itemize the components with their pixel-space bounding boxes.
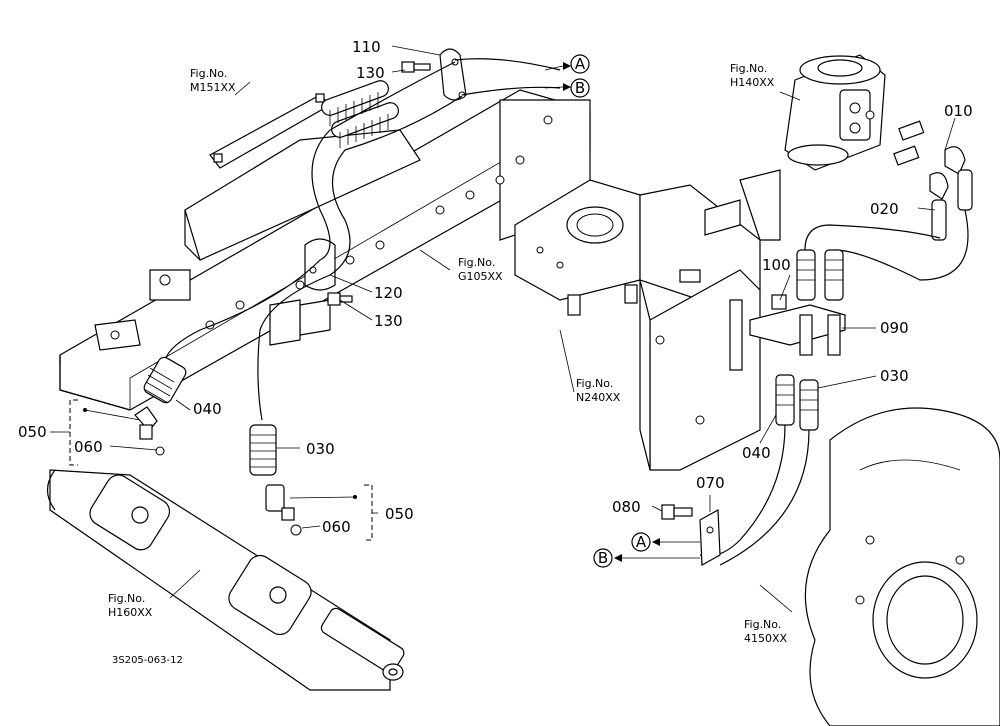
label-060-left: 060 — [74, 438, 103, 456]
label-010: 010 — [944, 102, 973, 120]
svg-text:H140XX: H140XX — [730, 76, 775, 89]
fittings-010-020 — [893, 120, 973, 241]
label-030-right: 030 — [880, 367, 909, 385]
label-090: 090 — [880, 319, 909, 337]
fig-ref-h160: Fig.No. H160XX — [108, 592, 153, 619]
steering-unit-h140 — [784, 54, 886, 171]
connector-a-top: A — [570, 54, 590, 74]
drawing-code: 3S205-063-12 — [112, 655, 183, 666]
fig-ref-4150: Fig.No. 4150XX — [744, 618, 788, 645]
label-130-upper: 130 — [356, 64, 385, 82]
label-130-lower: 130 — [374, 312, 403, 330]
label-050-right: 050 — [385, 505, 414, 523]
coupler-hoses — [796, 249, 844, 301]
connector-b-top: B — [570, 78, 590, 98]
oring-060-right — [290, 524, 302, 536]
label-040-right: 040 — [742, 444, 771, 462]
leader-lines — [50, 45, 956, 613]
svg-text:4150XX: 4150XX — [744, 632, 788, 645]
svg-text:A: A — [575, 55, 586, 73]
svg-text:Fig.No.: Fig.No. — [744, 618, 781, 631]
bolt-130-upper — [401, 61, 431, 73]
svg-text:Fig.No.: Fig.No. — [730, 62, 767, 75]
oring-060-left — [155, 446, 165, 456]
connector-b-bottom: B — [593, 548, 613, 568]
clamp-110 — [439, 48, 467, 101]
svg-text:N240XX: N240XX — [576, 391, 621, 404]
label-060-right: 060 — [322, 518, 351, 536]
svg-text:A: A — [636, 533, 647, 551]
hoses-right — [804, 209, 969, 281]
valve-block-090 — [749, 294, 846, 356]
fig-ref-m151: Fig.No. M151XX — [190, 67, 236, 94]
label-030-left: 030 — [306, 440, 335, 458]
hoses-030-040-right — [699, 374, 819, 566]
hose-030-left — [249, 424, 295, 521]
group-bracket-050-right — [289, 484, 373, 541]
label-110: 110 — [352, 38, 381, 56]
bolt-080 — [661, 504, 693, 520]
svg-text:G105XX: G105XX — [458, 270, 503, 283]
svg-text:Fig.No.: Fig.No. — [108, 592, 145, 605]
group-bracket-050-left — [69, 399, 141, 466]
label-080: 080 — [612, 498, 641, 516]
svg-text:B: B — [598, 549, 608, 567]
label-120: 120 — [374, 284, 403, 302]
bolt-130-lower — [327, 292, 353, 306]
svg-text:Fig.No.: Fig.No. — [190, 67, 227, 80]
fig-ref-g105: Fig.No. G105XX — [458, 256, 503, 283]
svg-text:Fig.No.: Fig.No. — [576, 377, 613, 390]
label-050-left: 050 — [18, 423, 47, 441]
arrows-a-b — [544, 62, 700, 562]
label-020: 020 — [870, 200, 899, 218]
clamp-070 — [699, 509, 721, 566]
clamp-120 — [304, 238, 336, 291]
hose-040-left — [134, 356, 187, 440]
svg-text:B: B — [575, 79, 585, 97]
fig-ref-n240: Fig.No. N240XX — [576, 377, 621, 404]
connector-a-bottom: A — [631, 532, 651, 552]
spring-sleeves — [321, 80, 399, 148]
svg-text:H160XX: H160XX — [108, 606, 153, 619]
steering-cylinder — [46, 469, 405, 691]
svg-text:Fig.No.: Fig.No. — [458, 256, 495, 269]
bracket-n240 — [514, 169, 781, 471]
svg-text:M151XX: M151XX — [190, 81, 236, 94]
label-100: 100 — [762, 256, 791, 274]
label-070: 070 — [696, 474, 725, 492]
label-040-left: 040 — [193, 400, 222, 418]
fig-ref-h140: Fig.No. H140XX — [730, 62, 775, 89]
housing-4150 — [804, 407, 1000, 726]
